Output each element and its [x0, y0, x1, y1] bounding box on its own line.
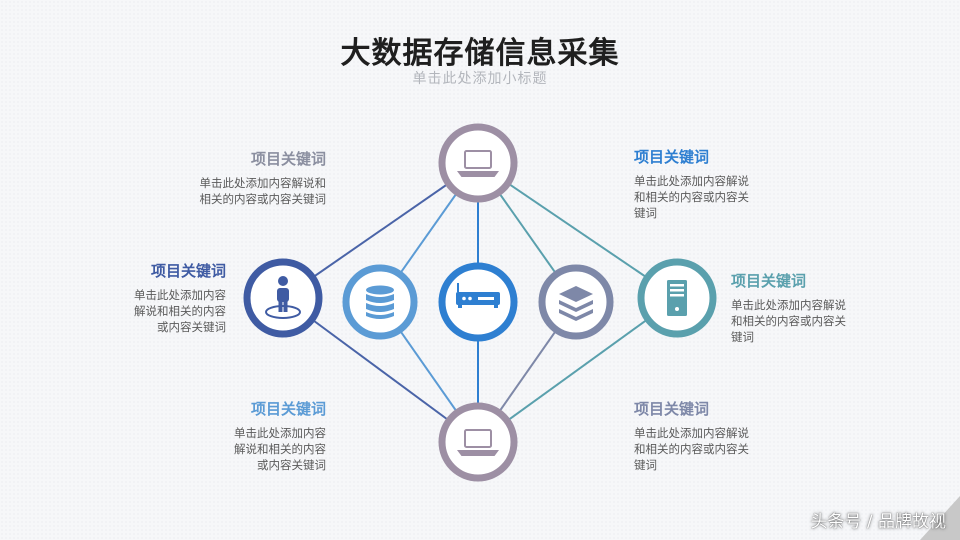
- node-center-router[interactable]: [438, 262, 518, 342]
- node-left-person[interactable]: [243, 258, 323, 338]
- layers-icon: [559, 286, 593, 321]
- keyword-title: 项目关键词: [250, 400, 326, 418]
- connector-line: [282, 162, 479, 299]
- server-icon: [667, 280, 687, 316]
- keyword-block-mid-right: 项目关键词 单击此处添加内容解说 和相关的内容或内容关 键词: [731, 270, 891, 345]
- connector-line: [477, 297, 678, 443]
- description-line: 单击此处添加内容解说: [731, 298, 846, 312]
- keyword-description: 单击此处添加内容解说 和相关的内容或内容关 键词: [634, 425, 794, 473]
- database-icon: [366, 285, 394, 319]
- keyword-block-top-right: 项目关键词 单击此处添加内容解说 和相关的内容或内容关 键词: [634, 146, 794, 221]
- keyword-title: 项目关键词: [634, 148, 710, 166]
- description-line: 相关的内容或内容关键词: [199, 192, 327, 206]
- node-layers[interactable]: [538, 264, 614, 340]
- connector-line: [477, 162, 678, 299]
- description-line: 和相关的内容或内容关: [731, 314, 846, 328]
- description-line: 键词: [634, 458, 657, 472]
- description-line: 和相关的内容或内容关: [634, 442, 749, 456]
- keyword-description: 单击此处添加内容解说 和相关的内容或内容关 键词: [634, 173, 794, 221]
- page-subtitle: 单击此处添加小标题: [412, 71, 548, 87]
- watermark: 头条号 / 品牌故视: [810, 512, 946, 532]
- description-line: 单击此处添加内容: [234, 426, 326, 440]
- node-bottom-laptop[interactable]: [438, 402, 518, 482]
- keyword-block-top-left: 项目关键词 单击此处添加内容解说和 相关的内容或内容关键词: [150, 148, 327, 207]
- keyword-title: 项目关键词: [634, 400, 710, 418]
- description-line: 或内容关键词: [157, 320, 226, 334]
- keyword-block-bottom-right: 项目关键词 单击此处添加内容解说 和相关的内容或内容关 键词: [634, 398, 794, 473]
- description-line: 键词: [731, 330, 754, 344]
- keyword-block-bottom-left: 项目关键词 单击此处添加内容 解说和相关的内容 或内容关键词: [196, 398, 326, 473]
- corner-decoration: [920, 496, 960, 540]
- description-line: 解说和相关的内容: [234, 442, 326, 456]
- keyword-description: 单击此处添加内容解说 和相关的内容或内容关 键词: [731, 297, 891, 345]
- description-line: 单击此处添加内容解说: [634, 426, 749, 440]
- laptop-icon: [457, 429, 499, 456]
- keyword-description: 单击此处添加内容 解说和相关的内容 或内容关键词: [196, 425, 326, 473]
- node-top-laptop[interactable]: [438, 123, 518, 203]
- keyword-title: 项目关键词: [731, 272, 807, 290]
- keyword-description: 单击此处添加内容解说和 相关的内容或内容关键词: [150, 175, 327, 207]
- description-line: 和相关的内容或内容关: [634, 190, 749, 204]
- keyword-title: 项目关键词: [250, 150, 326, 168]
- description-line: 键词: [634, 206, 657, 220]
- connector-line: [282, 297, 479, 443]
- node-database[interactable]: [342, 264, 418, 340]
- description-line: 单击此处添加内容解说: [634, 174, 749, 188]
- keyword-description: 单击此处添加内容 解说和相关的内容 或内容关键词: [96, 287, 226, 335]
- keyword-block-mid-left: 项目关键词 单击此处添加内容 解说和相关的内容 或内容关键词: [96, 260, 226, 335]
- page-title: 大数据存储信息采集: [340, 36, 620, 71]
- laptop-icon: [457, 150, 499, 177]
- description-line: 单击此处添加内容解说和: [199, 176, 327, 190]
- router-icon: [456, 283, 500, 308]
- description-line: 单击此处添加内容: [134, 288, 226, 302]
- description-line: 或内容关键词: [257, 458, 326, 472]
- person-icon: [265, 276, 301, 319]
- description-line: 解说和相关的内容: [134, 304, 226, 318]
- node-right-server[interactable]: [637, 258, 717, 338]
- keyword-title: 项目关键词: [150, 262, 226, 280]
